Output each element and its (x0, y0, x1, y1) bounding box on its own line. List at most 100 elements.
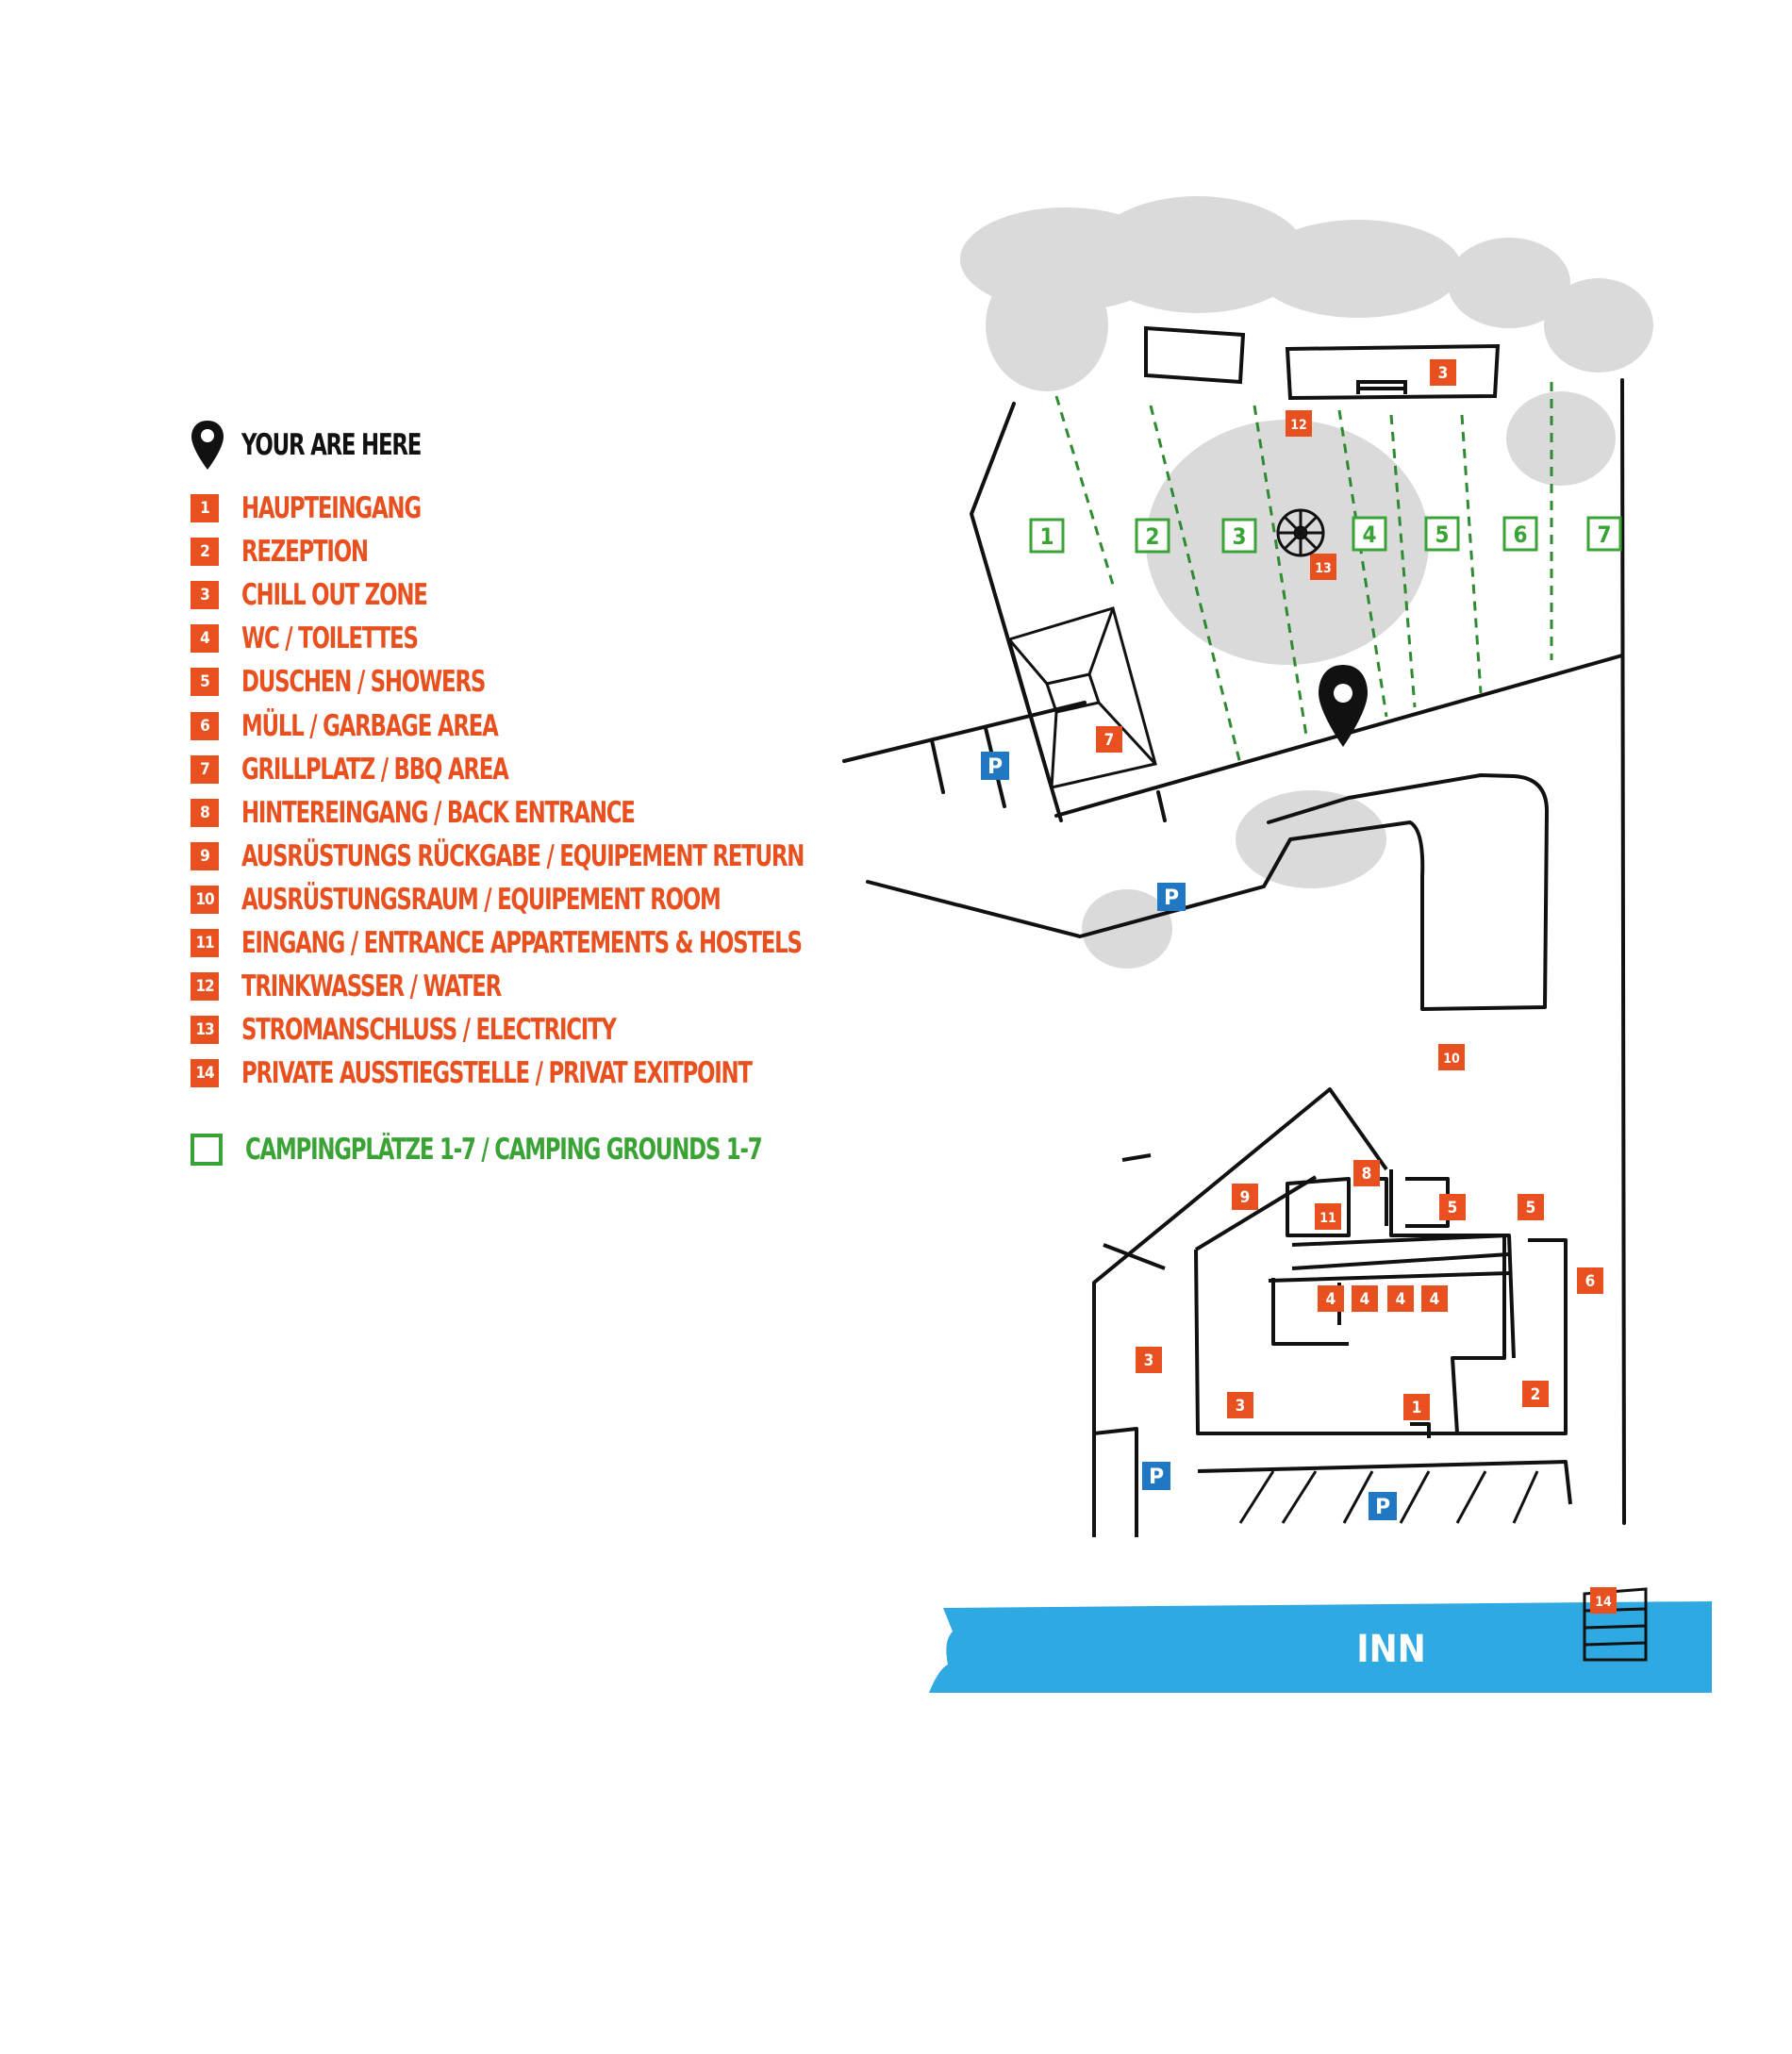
river-label: INN (1356, 1628, 1426, 1671)
camping-ground-number: 3 (1232, 523, 1246, 550)
parking-signs: P P P P (981, 752, 1397, 1520)
you-are-here-pin (1319, 665, 1368, 747)
map-marker-number: 11 (1319, 1211, 1336, 1226)
map-marker-number: 8 (1362, 1165, 1372, 1184)
legend-camping-label: CAMPINGPLäTZE 1-7 / CAMPING GROUNDS 1-7 (245, 1133, 763, 1167)
map-marker: 1 (1403, 1394, 1430, 1420)
legend-item-number: 5 (191, 668, 219, 697)
river-inn: INN (929, 1601, 1712, 1693)
camping-ground-box: 3 (1221, 518, 1257, 554)
trees (960, 196, 1653, 969)
legend-item-number: 8 (191, 798, 219, 827)
camping-ground-number: 5 (1435, 522, 1449, 548)
camping-ground-number: 2 (1145, 523, 1159, 550)
parking-sign-label: P (1149, 1466, 1164, 1489)
map-marker-number: 7 (1104, 731, 1115, 750)
parking-sign-label: P (1164, 886, 1179, 910)
legend-item-label: MüLL / GARBAGE AREA (241, 708, 499, 743)
map-marker: 5 (1439, 1194, 1466, 1220)
map-marker: 14 (1590, 1587, 1617, 1614)
bbq-building (1007, 606, 1157, 789)
camping-ground-number: 4 (1362, 522, 1376, 548)
map-marker: 2 (1522, 1381, 1549, 1407)
map-marker: 3 (1136, 1347, 1162, 1373)
camping-ground-number: 1 (1039, 523, 1054, 550)
map-marker-number: 3 (1438, 364, 1449, 383)
legend-item: 5 DUSCHEN / SHOWERS (191, 663, 539, 701)
map-marker: 3 (1430, 359, 1456, 386)
map-marker-number: 4 (1396, 1290, 1406, 1309)
tree-cluster (1544, 278, 1653, 373)
map-marker-number: 6 (1585, 1272, 1596, 1291)
legend-item: 10AUSRüSTUNGSRAUM / EQUIPEMENT ROOM (191, 881, 825, 919)
tree-cluster (1236, 790, 1386, 888)
map-marker-number: 5 (1526, 1199, 1536, 1217)
camping-square-icon (191, 1134, 223, 1166)
legend-item-number: 6 (191, 711, 219, 740)
map-marker-number: 2 (1531, 1385, 1541, 1404)
map-marker-number: 12 (1290, 418, 1307, 433)
camping-grounds: 1 2 3 4 5 6 7 (1029, 516, 1622, 554)
legend-item-number: 14 (191, 1059, 219, 1088)
legend-item-number: 4 (191, 624, 219, 654)
camping-ground-box: 1 (1029, 518, 1065, 554)
camping-ground-box: 7 (1586, 516, 1622, 552)
tree-cluster (1082, 889, 1172, 969)
tree-cluster (986, 259, 1108, 391)
legend-item-label: EINGANG / ENTRANCE APPARTEMENTS & HOSTEL… (241, 926, 803, 960)
parking-sign: P (1157, 883, 1186, 911)
map-marker-number: 4 (1360, 1290, 1370, 1309)
camping-ground-number: 7 (1597, 522, 1611, 548)
parking-sign: P (1142, 1462, 1170, 1490)
legend-item-label: DUSCHEN / SHOWERS (241, 665, 486, 700)
map-marker: 8 (1353, 1160, 1380, 1186)
legend-item-label: STROMANSCHLUSS / ELECTRICITY (241, 1013, 617, 1048)
legend-item: 9AUSRüSTUNGS RüCKGABE / EQUIPEMENT RETUR… (191, 837, 927, 875)
legend-item-label: HINTEREINGANG / BACK ENTRANCE (241, 795, 636, 830)
legend-item-label: WC / TOILETTES (241, 621, 419, 656)
map-marker: 5 (1518, 1194, 1544, 1220)
map-marker: 7 (1096, 726, 1122, 753)
legend-you-are-here: YOUR ARE HERE (191, 421, 460, 470)
camping-ground-box: 6 (1502, 516, 1538, 552)
you-are-here-label: YOUR ARE HERE (241, 428, 422, 462)
map-marker: 9 (1232, 1184, 1258, 1210)
map-marker-number: 10 (1443, 1052, 1460, 1067)
legend-item-label: AUSRüSTUNGSRAUM / EQUIPEMENT ROOM (241, 882, 722, 917)
map-marker: 11 (1315, 1203, 1341, 1230)
map-marker: 6 (1577, 1267, 1603, 1294)
legend-item-label: GRILLPLATZ / BBQ AREA (241, 752, 509, 787)
legend-item-label: TRINKWASSER / WATER (241, 969, 502, 1004)
legend-item: 4 WC / TOILETTES (191, 620, 456, 657)
map-marker-number: 3 (1144, 1351, 1154, 1370)
parking-sign: P (1369, 1492, 1397, 1520)
parking-sign-label: P (987, 755, 1003, 779)
map-marker: 12 (1286, 410, 1312, 437)
tree-cluster (1448, 238, 1570, 328)
location-pin-icon (191, 421, 224, 470)
parking-sign: P (981, 752, 1009, 780)
camping-dividers (1054, 382, 1553, 765)
camping-ground-box: 4 (1352, 516, 1387, 552)
camping-ground-box: 2 (1135, 518, 1170, 554)
legend-item-label: AUSRüSTUNGS RüCKGABE / EQUIPEMENT RETURN (241, 838, 805, 873)
legend-item: 6 MüLL / GARBAGE AREA (191, 707, 554, 745)
legend-item-label: HAUPTEINGANG (241, 491, 422, 525)
map-marker-number: 3 (1236, 1397, 1246, 1416)
legend-item-label: REZEPTION (241, 535, 369, 570)
top-buildings (1144, 325, 1501, 401)
map-marker: 4 (1387, 1285, 1414, 1312)
parking-sign-label: P (1375, 1496, 1390, 1519)
map-marker: 4 (1352, 1285, 1378, 1312)
tree-cluster (1089, 196, 1306, 313)
map-marker-number: 5 (1448, 1199, 1458, 1217)
map-marker: 13 (1310, 554, 1336, 580)
legend-item-label: CHILL OUT ZONE (241, 578, 428, 613)
map-marker: 4 (1421, 1285, 1448, 1312)
